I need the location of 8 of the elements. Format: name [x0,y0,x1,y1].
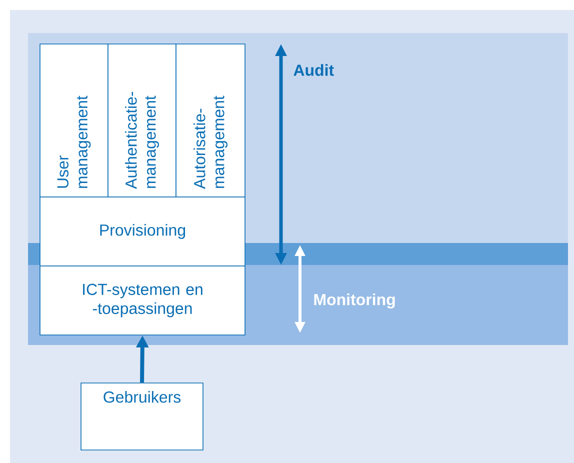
scope-label: Audit [294,64,334,76]
scope-label: Monitoring [314,294,395,308]
user-box: Gebruikers [80,382,204,450]
column-box: Autorisatie-management [176,44,246,198]
column-box: User management [40,44,108,198]
layer-box: Provisioning [40,196,246,266]
layer-box: ICT-systemen en -toepassingen [40,266,246,336]
column-box: Authenticatie-management [108,44,176,198]
